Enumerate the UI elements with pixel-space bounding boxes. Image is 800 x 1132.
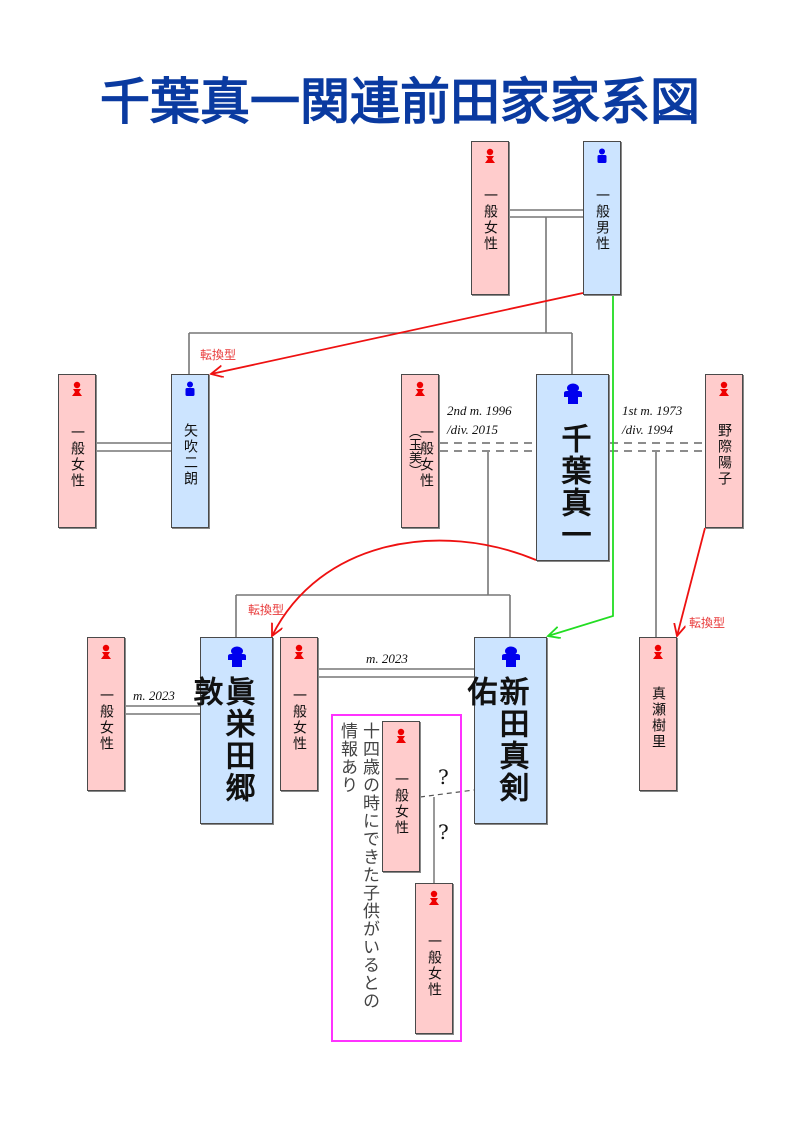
person-name: 一般男性 <box>594 188 610 252</box>
transition-arrow-juri <box>677 527 706 636</box>
person-name: 一般女性 <box>482 188 498 252</box>
male-icon <box>597 148 607 163</box>
page-title: 千葉真一関連前田家家系図 <box>100 72 700 131</box>
person-tamami[interactable]: 一般女性 （玉美） <box>401 374 439 528</box>
note-text: 十四歳の時にできた子供がいるとの <box>359 722 379 1010</box>
transition-label: 転換型 <box>689 616 726 630</box>
person-gen1-male[interactable]: 一般男性 <box>583 141 621 295</box>
divorce-label: /div. 1994 <box>622 422 674 437</box>
person-chiba-shinichi[interactable]: 千葉真一 <box>536 374 609 561</box>
female-icon <box>396 728 406 743</box>
person-yabuki[interactable]: 矢吹二朗 <box>171 374 209 528</box>
male-icon <box>563 383 582 404</box>
person-gordon-wife[interactable]: 一般女性 <box>87 637 125 791</box>
person-name: 矢吹二朗 <box>182 423 198 487</box>
person-name: 新田真剣佑 <box>461 676 529 804</box>
female-icon <box>72 381 82 396</box>
person-name: 一般女性 <box>98 688 114 752</box>
uncertain-line <box>419 789 475 798</box>
person-arata-mackenyu[interactable]: 新田真剣佑 <box>461 637 547 824</box>
female-icon <box>415 381 425 396</box>
note-text: 情報あり <box>337 722 357 794</box>
person-name: 一般女性 <box>291 688 307 752</box>
person-maeda-gordon[interactable]: 眞栄田郷敦 <box>187 637 273 824</box>
female-icon <box>485 148 495 163</box>
transition-arrow-gordon <box>272 539 537 636</box>
transition-label: 転換型 <box>200 348 237 362</box>
male-icon <box>185 381 195 396</box>
male-icon <box>227 646 246 667</box>
unknown-mark: ? <box>438 765 449 789</box>
green-arrow <box>548 293 614 636</box>
transition-label: 転換型 <box>248 603 285 617</box>
person-mase-juri[interactable]: 真瀬樹里 <box>639 637 677 791</box>
female-icon <box>719 381 729 396</box>
person-mackenyu-wife[interactable]: 一般女性 <box>280 637 318 791</box>
female-icon <box>429 890 439 905</box>
person-name: 一般女性 <box>426 934 442 998</box>
marriage-label: 2nd m. 1996 <box>447 403 512 418</box>
female-icon <box>653 644 663 659</box>
person-mackenyu-child[interactable]: 一般女性 <box>415 883 453 1034</box>
female-icon <box>294 644 304 659</box>
marriage-label: 1st m. 1973 <box>622 403 683 418</box>
rumor-note-box: 十四歳の時にできた子供がいるとの 情報あり <box>331 714 462 1042</box>
person-name: 千葉真一 <box>555 423 591 551</box>
person-name: 眞栄田郷敦 <box>187 676 255 804</box>
unknown-mark: ? <box>438 820 449 844</box>
person-mackenyu-partner[interactable]: 一般女性 <box>382 721 420 872</box>
divorce-label: /div. 2015 <box>447 422 499 437</box>
female-icon <box>101 644 111 659</box>
marriage-label: m. 2023 <box>133 688 175 703</box>
person-name: 一般女性 <box>69 425 85 489</box>
person-name: 一般女性 <box>393 772 409 836</box>
person-gen1-female[interactable]: 一般女性 <box>471 141 509 295</box>
person-alias: （玉美） <box>406 425 421 477</box>
person-noiwa-yoko[interactable]: 野際陽子 <box>705 374 743 528</box>
person-name: 真瀬樹里 <box>650 686 666 750</box>
transition-arrow-yabuki <box>211 292 584 374</box>
person-name: 一般女性 <box>418 425 434 489</box>
person-yabuki-wife[interactable]: 一般女性 <box>58 374 96 528</box>
marriage-label: m. 2023 <box>366 651 408 666</box>
person-name: 野際陽子 <box>716 423 732 487</box>
male-icon <box>501 646 520 667</box>
